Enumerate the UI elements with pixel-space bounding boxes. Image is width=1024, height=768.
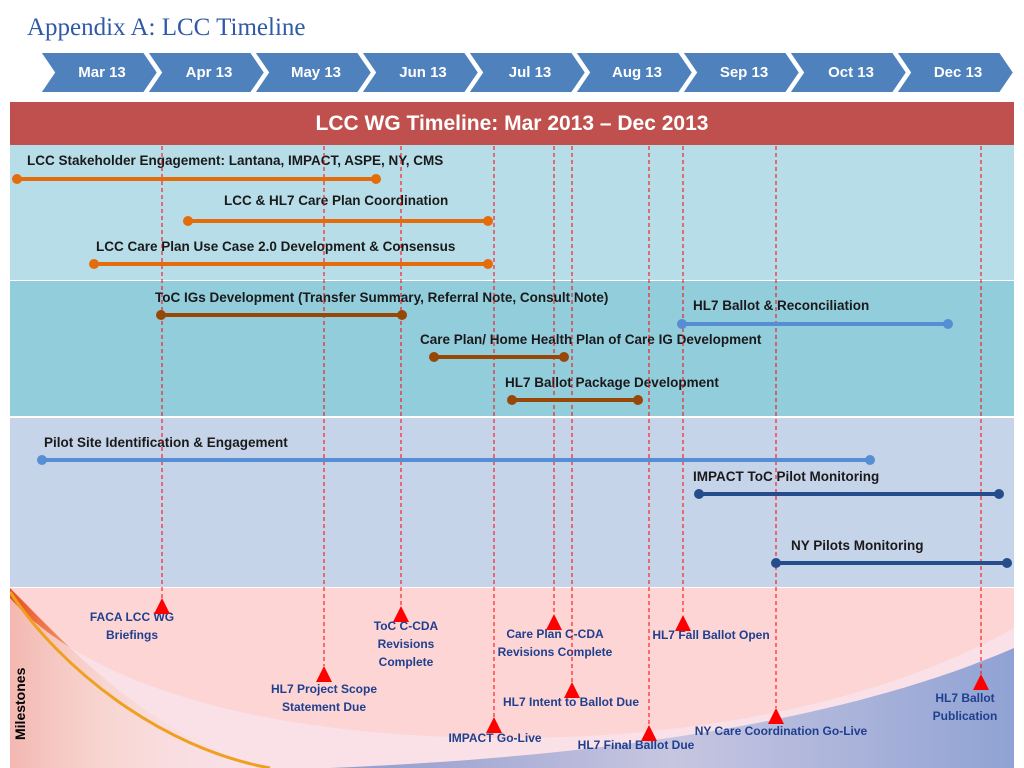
month-chevron-bar: Mar 13 Apr 13 May 13 Jun 13 Jul 13 Aug 13 Sep …: [0, 0, 1024, 100]
month-chevron-6: Aug 13: [575, 52, 693, 93]
milestone-marker: [486, 717, 502, 733]
month-chevron-3: May 13: [254, 52, 372, 93]
month-label: Aug 13: [611, 64, 662, 81]
activity-bar-start: [89, 259, 99, 269]
milestone-marker: [316, 666, 332, 682]
milestone-marker: [641, 725, 657, 741]
milestone-label: ToC C-CDA Revisions Complete: [373, 619, 439, 669]
development-band: [10, 281, 1014, 416]
activity-bar-start: [771, 558, 781, 568]
month-label: Mar 13: [78, 64, 126, 81]
engagement-band: [10, 145, 1014, 280]
milestone-marker: [154, 598, 170, 614]
milestone-marker: [393, 606, 409, 622]
activity-bar-end: [483, 259, 493, 269]
activity-bar-end: [633, 395, 643, 405]
activity-label: HL7 Ballot Package Development: [505, 375, 719, 390]
activity-bar-start: [507, 395, 517, 405]
timeline-header: LCC WG Timeline: Mar 2013 – Dec 2013: [10, 102, 1014, 145]
milestone-label: HL7 Project Scope Statement Due: [270, 682, 378, 714]
month-chevron-8: Oct 13: [789, 52, 907, 93]
activity-label: NY Pilots Monitoring: [791, 538, 924, 553]
activity-bar-end: [865, 455, 875, 465]
month-label: Oct 13: [828, 64, 874, 81]
month-label: Apr 13: [185, 64, 233, 81]
milestone-marker: [546, 614, 562, 630]
activity-label: LCC Stakeholder Engagement: Lantana, IMP…: [27, 153, 444, 168]
month-chevron-9: Dec 13: [896, 52, 1014, 93]
milestones-band: [10, 588, 1014, 768]
page-title: Appendix A: LCC Timeline: [27, 14, 306, 41]
activity-bar-start: [183, 216, 193, 226]
activity-label: LCC Care Plan Use Case 2.0 Development &…: [96, 239, 456, 254]
milestone-marker: [973, 674, 989, 690]
activity-bar-start: [677, 319, 687, 329]
activity-bar-start: [429, 352, 439, 362]
month-chevron-7: Sep 13: [682, 52, 800, 93]
month-label: Jul 13: [508, 64, 552, 81]
milestone-label: IMPACT Go-Live: [448, 731, 542, 745]
activity-bar-start: [694, 489, 704, 499]
milestone-marker: [675, 615, 691, 631]
activity-bar-end: [559, 352, 569, 362]
activity-bar-end: [994, 489, 1004, 499]
milestone-label: HL7 Fall Ballot Open: [652, 628, 770, 642]
activity-label: IMPACT ToC Pilot Monitoring: [693, 469, 880, 484]
month-chevron-2: Apr 13: [147, 52, 265, 93]
activity-label: HL7 Ballot & Reconciliation: [693, 298, 870, 313]
milestone-label: HL7 Ballot Publication: [932, 691, 998, 723]
month-label: May 13: [290, 64, 342, 81]
month-chevron-5: Jul 13: [468, 52, 586, 93]
activity-bar-start: [12, 174, 22, 184]
month-chevron-1: Mar 13: [40, 52, 158, 93]
activity-bar-end: [943, 319, 953, 329]
milestones-swoosh: [10, 588, 1014, 768]
activity-bar-end: [1002, 558, 1012, 568]
milestone-marker: [768, 708, 784, 724]
activity-label: LCC & HL7 Care Plan Coordination: [224, 193, 449, 208]
pilot-band: [10, 418, 1014, 587]
activity-label: ToC IGs Development (Transfer Summary, R…: [155, 290, 609, 305]
month-label: Sep 13: [719, 64, 769, 81]
month-label: Dec 13: [933, 64, 983, 81]
activity-bar-start: [156, 310, 166, 320]
activity-label: Care Plan/ Home Health Plan of Care IG D…: [420, 332, 762, 347]
milestone-marker: [564, 682, 580, 698]
month-chevron-4: Jun 13: [361, 52, 479, 93]
milestone-label: FACA LCC WG Briefings: [89, 610, 175, 642]
activity-bar-end: [371, 174, 381, 184]
milestone-label: HL7 Intent to Ballot Due: [503, 695, 639, 709]
milestone-label: Care Plan C-CDA Revisions Complete: [497, 627, 613, 659]
month-label: Jun 13: [399, 64, 447, 81]
activity-bar-start: [37, 455, 47, 465]
activity-label: Pilot Site Identification & Engagement: [44, 435, 288, 450]
milestone-label: HL7 Final Ballot Due: [577, 738, 695, 752]
activity-bar-end: [483, 216, 493, 226]
milestone-label: NY Care Coordination Go-Live: [694, 724, 868, 738]
activity-bar-end: [397, 310, 407, 320]
